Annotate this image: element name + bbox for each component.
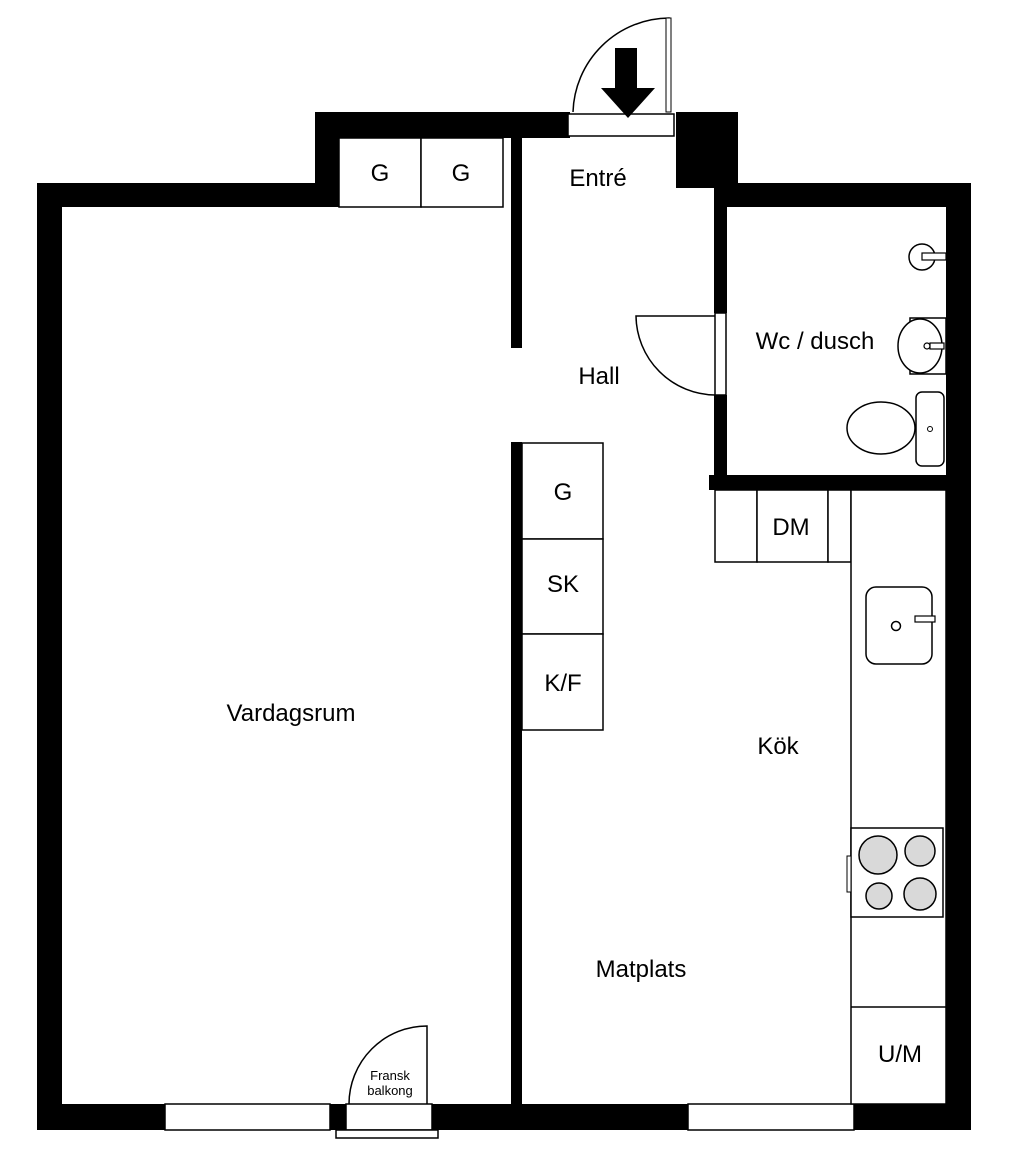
room-label-wc: Wc / dusch xyxy=(756,328,875,355)
wardrobe-label-3: G xyxy=(554,479,573,506)
window-matplats xyxy=(687,1103,855,1131)
entrance-door[interactable] xyxy=(567,17,675,137)
kitchen-counter xyxy=(714,489,947,1105)
entrance-arrow-icon xyxy=(601,48,655,118)
dishwasher-label: DM xyxy=(772,514,809,541)
balcony-label-line2: balkong xyxy=(367,1083,413,1098)
room-label-vardagsrum: Vardagsrum xyxy=(227,700,356,727)
outer-walls xyxy=(37,112,971,1130)
bathroom-door[interactable] xyxy=(635,312,727,396)
room-label-kok: Kök xyxy=(757,733,799,760)
fridge-label: K/F xyxy=(544,670,581,697)
entrance-wardrobes: G G xyxy=(338,137,504,208)
windows xyxy=(164,1103,855,1139)
shower-icon xyxy=(908,243,947,271)
balcony-door[interactable]: Fransk balkong xyxy=(348,1025,428,1105)
room-label-hall: Hall xyxy=(578,363,619,390)
window-balcony xyxy=(345,1103,433,1131)
wardrobe-label-2: G xyxy=(452,160,471,187)
interior-walls xyxy=(498,112,971,1104)
balcony-label-line1: Fransk xyxy=(370,1068,410,1083)
sink-icon xyxy=(865,586,936,665)
washbasin-icon xyxy=(897,317,947,375)
stove-icon xyxy=(846,827,944,918)
room-label-entre: Entré xyxy=(569,165,626,192)
room-label-matplats: Matplats xyxy=(596,956,687,983)
freezer-label: SK xyxy=(547,571,579,598)
oven-label: U/M xyxy=(878,1041,922,1068)
wardrobe-label-1: G xyxy=(371,160,390,187)
kitchen-appliance-column: G SK K/F xyxy=(521,442,604,731)
window-vardagsrum xyxy=(164,1103,331,1131)
toilet-icon xyxy=(846,391,945,467)
balcony-sill xyxy=(335,1129,439,1139)
